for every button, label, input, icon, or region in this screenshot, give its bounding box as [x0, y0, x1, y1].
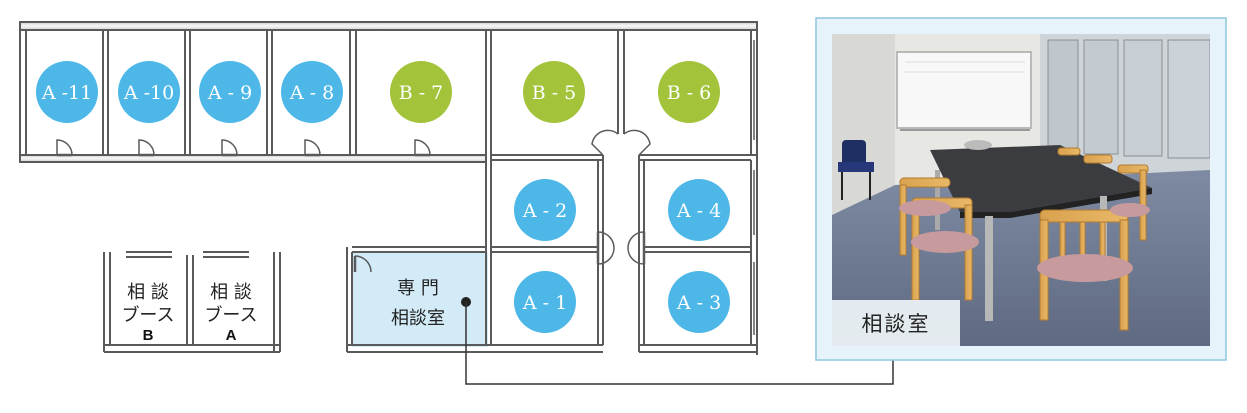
special-room-line2: 相談室 — [391, 308, 445, 329]
room-a2-label: A - 2 — [522, 200, 567, 222]
room-b6-circle — [658, 61, 720, 123]
room-a1-label: A - 1 — [522, 292, 567, 314]
room-a11-circle — [36, 61, 98, 123]
room-b6-label: B - 6 — [667, 82, 712, 104]
room-a1-circle — [514, 271, 576, 333]
room-b5-circle — [523, 61, 585, 123]
special-room-line1: 専 門 — [397, 278, 439, 299]
room-a3-label: A - 3 — [676, 292, 721, 314]
room-a10-label: A -10 — [123, 82, 174, 104]
photo-caption-box — [832, 300, 960, 346]
booth-a-line2: ブース — [204, 304, 257, 326]
room-a2-circle — [514, 179, 576, 241]
booth-b-letter: B — [143, 327, 154, 344]
consult-booths: 相 談 ブース B 相 談 ブース A — [121, 282, 257, 344]
room-b7-circle — [390, 61, 452, 123]
room-b5-label: B - 5 — [532, 82, 577, 104]
room-markers: A -11 A -10 A - 9 A - 8 B - 7 B - 5 B - … — [36, 61, 730, 333]
room-a11-label: A -11 — [41, 82, 92, 104]
room-a9-circle — [199, 61, 261, 123]
doors — [56, 129, 651, 273]
photo-frame: 相談室 — [815, 17, 1227, 361]
room-a9-label: A - 9 — [207, 82, 252, 104]
room-a8-circle — [281, 61, 343, 123]
booth-a-letter: A — [226, 327, 237, 344]
consult-room-photo — [832, 34, 1210, 346]
room-a4-circle — [668, 179, 730, 241]
booth-a-line1: 相 談 — [210, 282, 252, 303]
room-a3-circle — [668, 271, 730, 333]
room-a4-label: A - 4 — [676, 200, 721, 222]
room-b7-label: B - 7 — [399, 82, 444, 104]
room-a8-label: A - 8 — [289, 82, 334, 104]
booth-b-line1: 相 談 — [127, 282, 169, 303]
walls — [19, 21, 758, 355]
photo-caption: 相談室 — [862, 312, 931, 336]
booth-b-line2: ブース — [121, 304, 174, 326]
room-a10-circle — [118, 61, 180, 123]
connector-line — [461, 297, 894, 385]
